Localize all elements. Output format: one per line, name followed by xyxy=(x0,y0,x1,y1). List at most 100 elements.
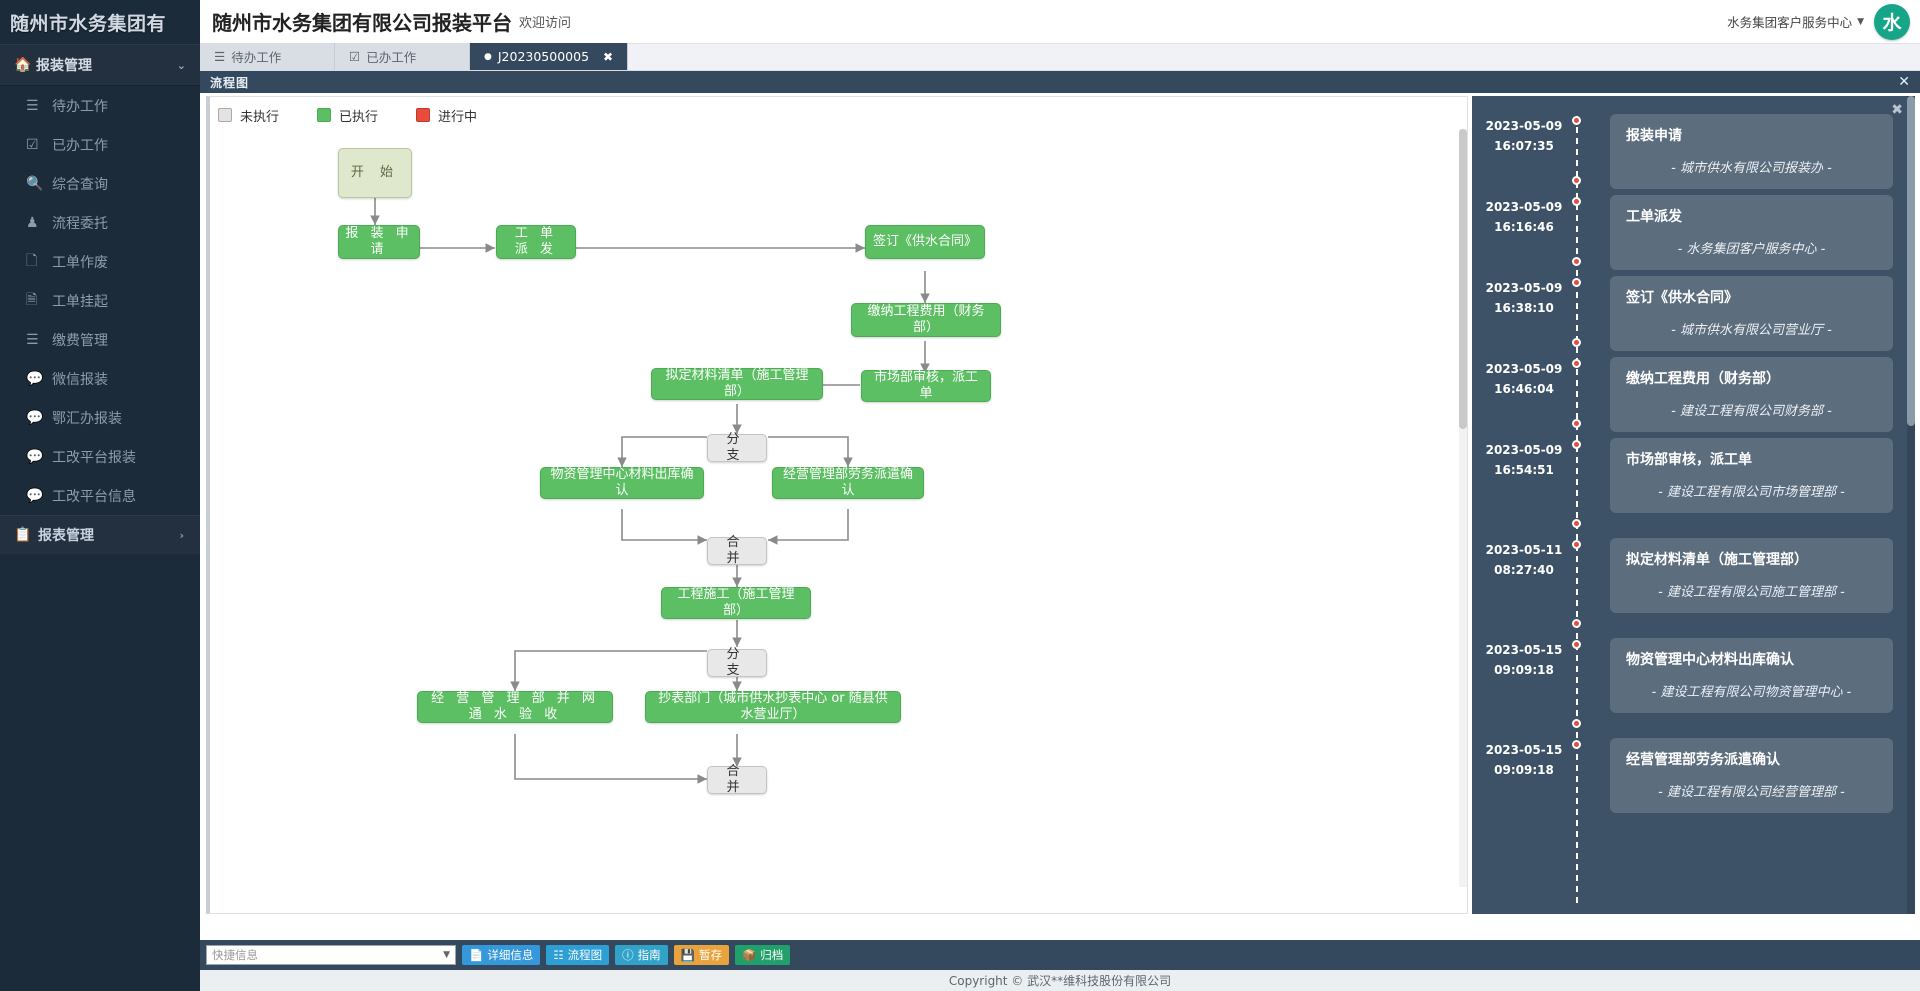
timeline-card[interactable]: 工单派发 - 水务集团客户服务中心 - xyxy=(1610,195,1893,270)
timeline-clock: 16:54:51 xyxy=(1494,463,1554,477)
flow-node-chaobiaobumen[interactable]: 抄表部门（城市供水抄表中心 or 随县供水营业厅） xyxy=(645,691,901,723)
sidebar-item-gongaipingtai-xinxi[interactable]: 💬 工改平台信息 xyxy=(0,476,200,515)
timeline-scrollbar-thumb[interactable] xyxy=(1907,96,1915,426)
sidebar-item-liuchengweituo[interactable]: ♟ 流程委托 xyxy=(0,203,200,242)
temp-save-button[interactable]: 💾 暂存 xyxy=(673,945,729,965)
legend-label: 未执行 xyxy=(240,109,280,125)
file-icon: 🗋 xyxy=(26,252,38,269)
sidebar-item-daiban[interactable]: ☰ 待办工作 xyxy=(0,86,200,125)
legend-item-yizhixing: 已执行 xyxy=(317,106,378,125)
close-icon[interactable]: ✖ xyxy=(603,49,614,64)
timeline-card-dept: - 建设工程有限公司物资管理中心 - xyxy=(1651,685,1852,700)
timeline-card-title: 物资管理中心材料出库确认 xyxy=(1626,652,1794,668)
sidebar-item-gongaipingtai-baozhuang[interactable]: 💬 工改平台报装 xyxy=(0,437,200,476)
flow-node-binwangtongshuiyanshou[interactable]: 经 营 管 理 部 并 网 通 水 验 收 xyxy=(417,691,613,723)
timeline-card[interactable]: 物资管理中心材料出库确认 - 建设工程有限公司物资管理中心 - xyxy=(1610,638,1893,713)
timeline-item[interactable]: 2023-05-15 09:09:18 物资管理中心材料出库确认 - 建设工程有… xyxy=(1472,638,1915,713)
timeline-card[interactable]: 缴纳工程费用（财务部） - 建设工程有限公司财务部 - xyxy=(1610,357,1893,432)
timeline-item[interactable]: 2023-05-09 16:38:10 签订《供水合同》 - 城市供水有限公司营… xyxy=(1472,276,1915,351)
guide-button[interactable]: ⓘ 指南 xyxy=(615,945,668,965)
sidebar-group-baozhuang[interactable]: 🏠 报装管理 ⌄ xyxy=(0,44,200,86)
timeline-time: 2023-05-09 16:07:35 xyxy=(1472,114,1576,189)
page-title: 随州市水务集团有限公司报装平台 xyxy=(212,11,512,35)
close-icon[interactable]: ✕ xyxy=(1898,74,1910,90)
flow-panel: 流程图 ✕ 未执行 已执行 进行中 xyxy=(200,71,1920,951)
diagram-scrollbar[interactable] xyxy=(1459,129,1467,887)
timeline-item[interactable]: 2023-05-11 08:27:40 拟定材料清单（施工管理部） - 建设工程… xyxy=(1472,538,1915,613)
timeline-card[interactable]: 市场部审核，派工单 - 建设工程有限公司市场管理部 - xyxy=(1610,438,1893,513)
chat-icon: 💬 xyxy=(26,409,44,426)
sidebar-item-yiban[interactable]: ☑ 已办工作 xyxy=(0,125,200,164)
legend-item-jinxingzhong: 进行中 xyxy=(416,106,477,125)
quick-info-select[interactable]: 快捷信息 ▼ xyxy=(206,945,456,965)
flow-node-nidingcailiaoqingdan[interactable]: 拟定材料清单（施工管理部） xyxy=(651,368,823,400)
timeline-item[interactable]: 2023-05-09 16:16:46 工单派发 - 水务集团客户服务中心 - xyxy=(1472,195,1915,270)
timeline-axis xyxy=(1576,195,1610,270)
timeline-axis xyxy=(1576,738,1610,813)
panel-header: 流程图 ✕ xyxy=(200,71,1920,93)
flow-node-shichangbushenhe[interactable]: 市场部审核，派工单 xyxy=(861,370,991,402)
flow-node-jingyingguanli-laowu[interactable]: 经营管理部劳务派遣确认 xyxy=(772,467,924,499)
timeline-dot xyxy=(1572,338,1581,347)
archive-button[interactable]: 📦 归档 xyxy=(734,945,791,965)
sidebar-item-zonghechaxun[interactable]: 🔍 综合查询 xyxy=(0,164,200,203)
timeline-axis xyxy=(1576,357,1610,432)
timeline-date: 2023-05-09 xyxy=(1485,281,1563,295)
timeline-time: 2023-05-09 16:16:46 xyxy=(1472,195,1576,270)
sidebar-group-baobiaoguanli[interactable]: 📋 报表管理 › xyxy=(0,515,200,554)
timeline-item[interactable]: 2023-05-09 16:54:51 市场部审核，派工单 - 建设工程有限公司… xyxy=(1472,438,1915,513)
timeline-card[interactable]: 经营管理部劳务派遣确认 - 建设工程有限公司经营管理部 - xyxy=(1610,738,1893,813)
timeline-axis xyxy=(1576,438,1610,513)
sidebar-item-ehuiban[interactable]: 💬 鄂汇办报装 xyxy=(0,398,200,437)
close-icon[interactable]: ✖ xyxy=(1891,102,1903,118)
flow-node-wuziguanli[interactable]: 物资管理中心材料出库确认 xyxy=(540,467,704,499)
button-label: 指南 xyxy=(637,948,661,962)
timeline-card-title: 报装申请 xyxy=(1626,128,1682,144)
diagram-scrollbar-thumb[interactable] xyxy=(1459,129,1467,429)
timeline-item[interactable]: 2023-05-09 16:46:04 缴纳工程费用（财务部） - 建设工程有限… xyxy=(1472,357,1915,432)
search-icon: 🔍 xyxy=(26,175,44,192)
flow-node-fenzhi-2[interactable]: 分 支 xyxy=(707,647,767,678)
sidebar-item-jiaofeiguanli[interactable]: ☰ 缴费管理 xyxy=(0,320,200,359)
chevron-right-icon: › xyxy=(179,528,184,542)
legend-swatch xyxy=(317,108,332,122)
detail-info-button[interactable]: 📄 详细信息 xyxy=(462,945,541,965)
timeline-item[interactable]: 2023-05-09 16:07:35 报装申请 - 城市供水有限公司报装办 - xyxy=(1472,114,1915,189)
flow-node-gongdanpaifa[interactable]: 工 单 派 发 xyxy=(496,225,576,259)
flow-chart-button[interactable]: ☷ 流程图 xyxy=(546,945,610,965)
tab-daiban[interactable]: ☰ 待办工作 xyxy=(200,43,335,70)
flow-node-hebing-2[interactable]: 合 并 xyxy=(707,764,767,795)
brand-title: 随州市水务集团有 xyxy=(10,12,167,35)
sidebar-item-gongdanguaqi[interactable]: 🗎 工单挂起 xyxy=(0,281,200,320)
timeline-dot xyxy=(1572,440,1581,449)
tab-yiban[interactable]: ☑ 已办工作 xyxy=(335,43,470,70)
timeline-time: 2023-05-09 16:54:51 xyxy=(1472,438,1576,513)
flow-node-gongchengshigong[interactable]: 工程施工（施工管理部） xyxy=(661,587,811,619)
flow-diagram[interactable]: 未执行 已执行 进行中 xyxy=(206,96,1468,914)
avatar[interactable]: 水 xyxy=(1874,3,1910,40)
flow-node-start[interactable]: 开 始 xyxy=(338,148,412,198)
timeline-time: 2023-05-09 16:46:04 xyxy=(1472,357,1576,432)
button-label: 暂存 xyxy=(698,948,722,962)
sidebar-item-label: 已办工作 xyxy=(52,137,108,154)
flow-node-jiaonagongchengfeiyong[interactable]: 缴纳工程费用（财务部） xyxy=(851,303,1001,337)
user-menu[interactable]: 水务集团客户服务中心 ▼ 水 xyxy=(1727,3,1920,40)
flow-node-hebing-1[interactable]: 合 并 xyxy=(707,535,767,566)
timeline-clock: 09:09:18 xyxy=(1494,763,1554,777)
tab-j20230500005[interactable]: ● J20230500005 ✖ xyxy=(470,43,629,70)
sidebar-item-label: 待办工作 xyxy=(52,98,108,115)
timeline-card[interactable]: 拟定材料清单（施工管理部） - 建设工程有限公司施工管理部 - xyxy=(1610,538,1893,613)
sidebar-item-label: 工改平台信息 xyxy=(52,488,136,505)
flow-node-fenzhi-1[interactable]: 分 支 xyxy=(707,432,767,463)
tab-label: J20230500005 xyxy=(497,49,590,64)
timeline-scrollbar[interactable] xyxy=(1907,96,1915,914)
flow-node-qiandinggongshuihetong[interactable]: 签订《供水合同》 xyxy=(865,225,985,259)
timeline-item[interactable]: 2023-05-15 09:09:18 经营管理部劳务派遣确认 - 建设工程有限… xyxy=(1472,738,1915,813)
flow-node-baozhuangshenqing[interactable]: 报 装 申 请 xyxy=(338,225,420,259)
sidebar-group-label: 报装管理 xyxy=(36,58,92,74)
process-timeline[interactable]: ✖ 2023-05-09 16:07:35 报装申请 - 城市供水有限公司报装办… xyxy=(1472,96,1915,914)
sidebar-item-gongdanzuofei[interactable]: 🗋 工单作废 xyxy=(0,242,200,281)
timeline-card[interactable]: 签订《供水合同》 - 城市供水有限公司营业厅 - xyxy=(1610,276,1893,351)
timeline-card[interactable]: 报装申请 - 城市供水有限公司报装办 - xyxy=(1610,114,1893,189)
sidebar-item-weixinbaozhuang[interactable]: 💬 微信报装 xyxy=(0,359,200,398)
